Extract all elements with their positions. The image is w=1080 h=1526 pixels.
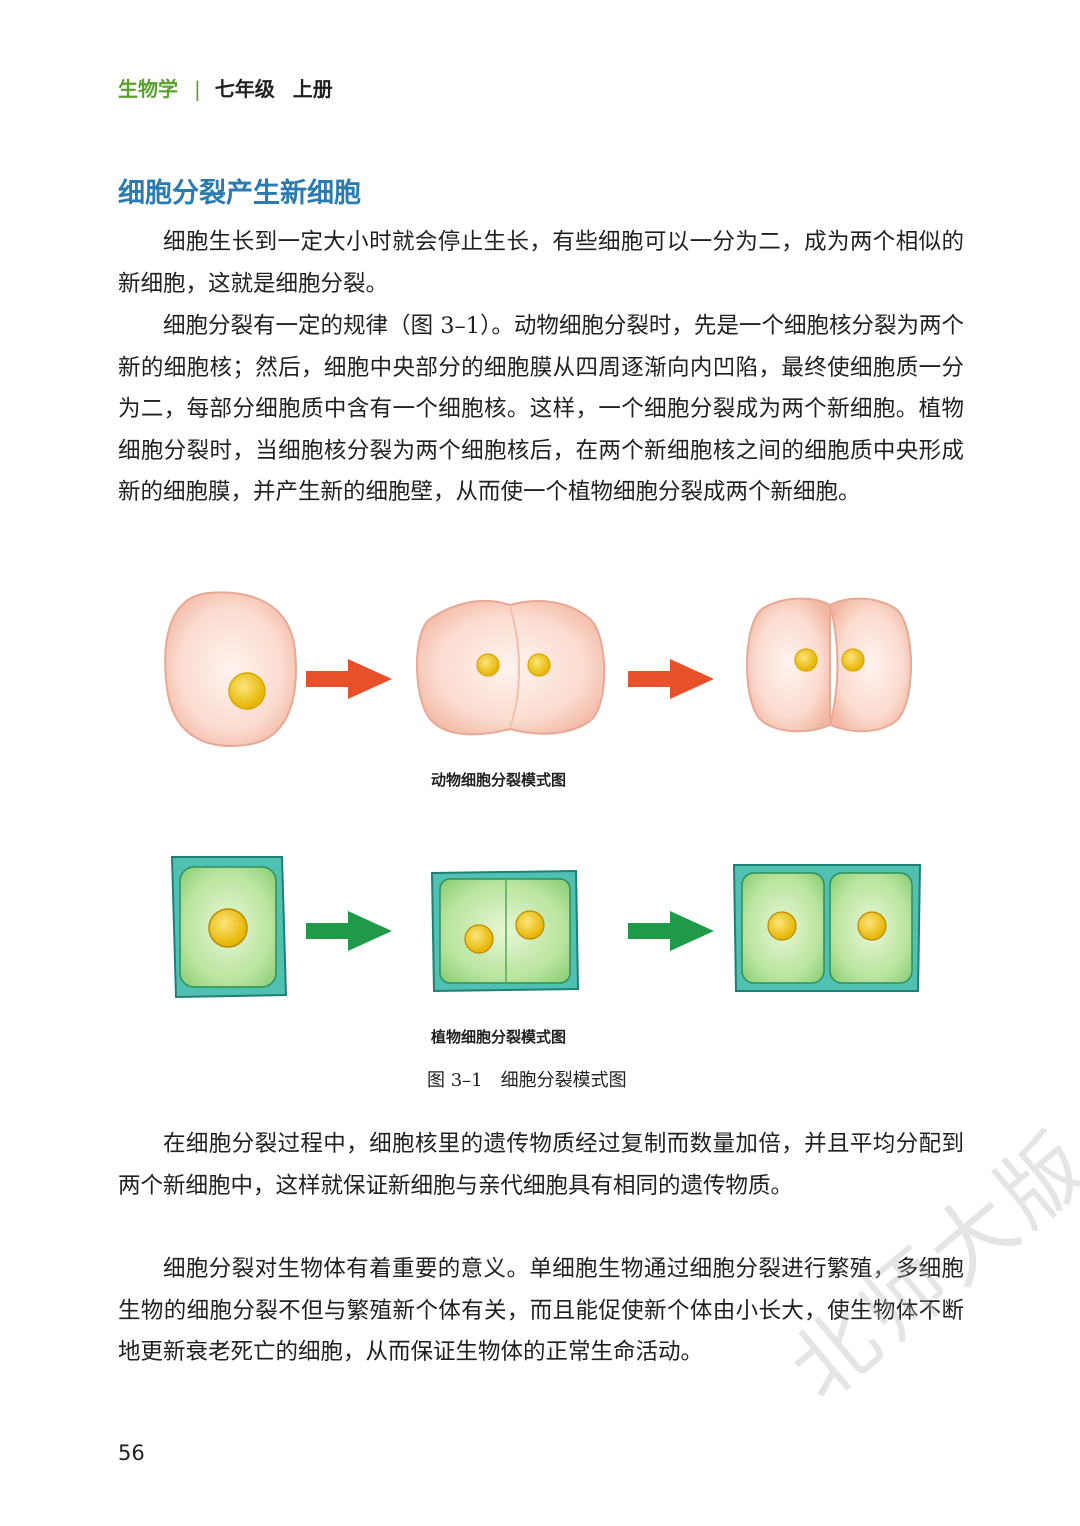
header-volume: 上册 — [292, 77, 333, 101]
paragraph-4: 细胞分裂对生物体有着重要的意义。单细胞生物通过细胞分裂进行繁殖，多细胞生物的细胞… — [118, 1256, 964, 1366]
animal-division-caption: 动物细胞分裂模式图 — [431, 771, 567, 789]
plant-cell-stage-1 — [170, 856, 288, 999]
plant-nucleus — [208, 908, 248, 948]
animal-cell-stage-1 — [164, 591, 297, 747]
paragraph-1: 细胞生长到一定大小时就会停止生长，有些细胞可以一分为二，成为两个相似的新细胞，这… — [118, 229, 964, 297]
plant-nucleus — [767, 911, 797, 941]
animal-nucleus — [794, 648, 818, 672]
header-separator: | — [194, 77, 201, 101]
animal-nucleus — [228, 672, 266, 710]
figure-label: 图 3–1 — [427, 1070, 483, 1091]
page-header: 生物学 | 七年级上册 — [118, 74, 333, 104]
plant-nucleus — [857, 911, 887, 941]
paragraph-3: 在细胞分裂过程中，细胞核里的遗传物质经过复制而数量加倍，并且平均分配到两个新细胞… — [118, 1131, 964, 1199]
animal-arrow-2 — [628, 659, 714, 699]
plant-arrow-2 — [628, 911, 714, 951]
plant-cell-stage-3 — [732, 864, 922, 992]
plant-nucleus — [464, 924, 494, 954]
animal-arrow-1 — [306, 659, 392, 699]
plant-cell-stage-2 — [430, 869, 580, 993]
plant-nucleus — [515, 910, 545, 940]
page-number: 56 — [118, 1441, 145, 1465]
plant-division-caption: 植物细胞分裂模式图 — [431, 1028, 567, 1046]
animal-nucleus — [476, 653, 500, 677]
cell-division-figure — [164, 591, 922, 999]
animal-nucleus — [841, 648, 865, 672]
animal-nucleus — [527, 653, 551, 677]
plant-arrow-1 — [306, 911, 392, 951]
header-subject: 生物学 — [118, 77, 178, 101]
section-title: 细胞分裂产生新细胞 — [118, 178, 361, 209]
header-grade: 七年级 — [214, 77, 275, 101]
animal-cell-stage-3 — [746, 597, 912, 733]
animal-cell-stage-2 — [416, 599, 606, 736]
figure-title: 图 3–1 细胞分裂模式图 — [427, 1066, 627, 1092]
paragraph-2: 细胞分裂有一定的规律（图 3–1）。动物细胞分裂时，先是一个细胞核分裂为两个新的… — [118, 313, 964, 506]
figure-title-text: 细胞分裂模式图 — [500, 1070, 627, 1091]
